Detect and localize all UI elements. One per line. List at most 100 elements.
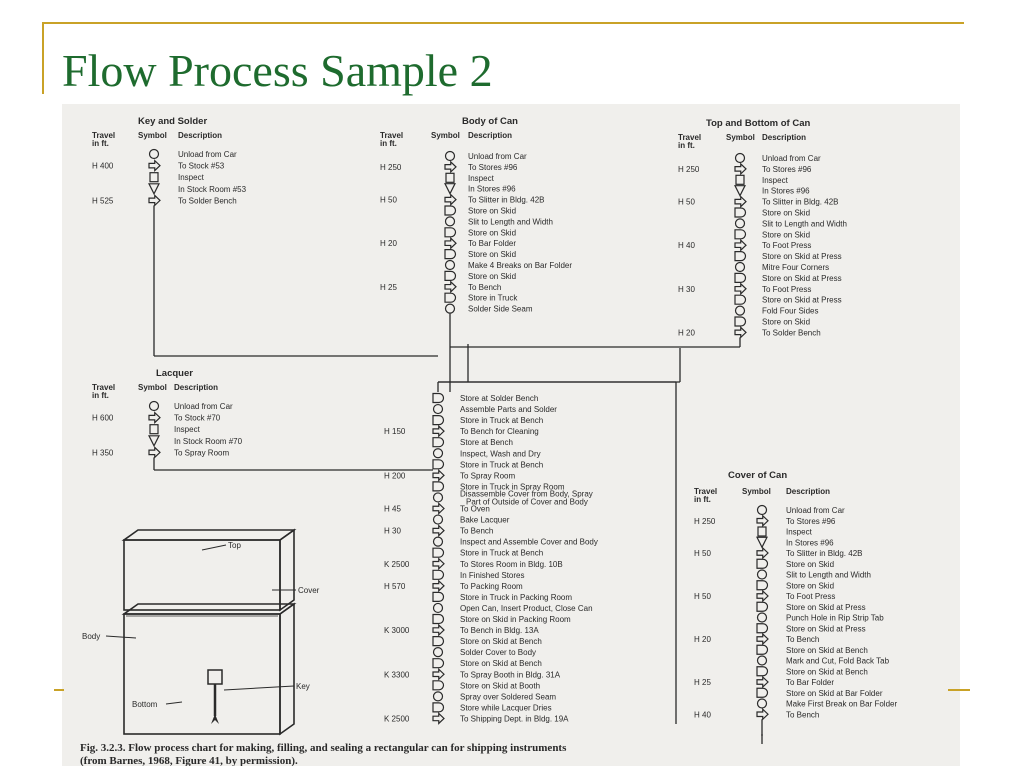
col-header-travel-units: in ft.: [92, 391, 109, 400]
col-header-travel: Travel: [694, 487, 717, 496]
cover-top-face: [121, 529, 297, 541]
step-description: Store on Skid at Bench: [786, 646, 868, 655]
flow-step: Inspect: [178, 173, 205, 182]
step-description: Store on Skid: [468, 250, 516, 259]
step-description: Store in Truck at Bench: [460, 416, 543, 425]
label-bottom: Bottom: [132, 700, 158, 709]
flow-step: In Stores #96: [786, 538, 834, 547]
step-description: Store in Truck in Spray Room: [460, 482, 565, 491]
symbol-operation: [444, 259, 456, 271]
symbol-delay: [432, 569, 445, 580]
flow-step: Store on Skid: [786, 581, 834, 590]
col-header-description: Description: [178, 131, 222, 140]
symbol-delay: [432, 547, 445, 558]
flow-step: Store on Skid at Bar Folder: [786, 689, 883, 698]
step-description: Inspect: [174, 425, 201, 434]
symbol-transport: [444, 160, 457, 174]
step-description: To Slitter in Bldg. 42B: [762, 198, 838, 207]
flow-step: Store on Skid: [786, 560, 834, 569]
step-description: In Stores #96: [786, 538, 834, 547]
symbol-transport: [432, 424, 445, 438]
flow-step: Slit to Length and Width: [786, 571, 871, 580]
step-description: Mark and Cut, Fold Back Tab: [786, 657, 890, 666]
symbol-operation: [444, 150, 456, 162]
col-header-description: Description: [174, 383, 218, 392]
symbol-inspection: [149, 172, 159, 183]
symbol-delay: [432, 613, 445, 625]
flow-step: Store while Lacquer Dries: [460, 703, 552, 712]
step-description: To Stores #96: [762, 165, 812, 174]
step-description: Inspect: [468, 174, 495, 183]
step-description: Store on Skid at Bench: [460, 637, 542, 646]
symbol-delay: [756, 601, 769, 612]
step-travel: H 20: [694, 635, 711, 644]
flow-step: Mitre Four Corners: [762, 263, 829, 272]
step-description: Inspect, Wash and Dry: [460, 449, 541, 458]
step-description: Store in Truck in Packing Room: [460, 593, 572, 602]
symbol-operation: [148, 400, 160, 412]
step-description: To Spray Room: [460, 471, 515, 480]
symbol-delay: [432, 459, 445, 470]
symbol-delay: [444, 227, 457, 238]
step-description: Store on Skid: [468, 272, 516, 281]
symbol-storage: [756, 536, 768, 549]
symbol-transport: [432, 557, 445, 571]
flow-step: Unload from Car: [178, 150, 237, 159]
symbol-transport: [148, 194, 161, 207]
leader-body: [105, 635, 137, 639]
step-travel: H 20: [380, 239, 397, 248]
symbol-transport: [148, 445, 161, 459]
flow-step: Make 4 Breaks on Bar Folder: [468, 261, 572, 270]
footer-rule-left: [54, 689, 64, 691]
step-description: Store at Solder Bench: [460, 394, 538, 403]
flow-step: Store on Skid at Bench: [460, 637, 542, 646]
step-description: In Finished Stores: [460, 571, 524, 580]
step-description: To Stores #96: [786, 517, 836, 526]
step-travel: H 600: [92, 414, 114, 423]
flow-step: Store in Truck in Spray Room: [460, 482, 565, 491]
flow-step: Store in Truck at Bench: [460, 460, 543, 469]
step-travel: K 3300: [384, 670, 410, 679]
symbol-delay: [734, 272, 747, 283]
symbol-delay: [432, 392, 445, 404]
step-description: Slit to Length and Width: [786, 571, 871, 580]
flow-step: Make First Break on Bar Folder: [786, 700, 897, 709]
step-description: Store on Skid at Bench: [460, 659, 542, 668]
slide-title: Flow Process Sample 2: [62, 45, 493, 96]
col-header-description: Description: [468, 131, 512, 140]
symbol-delay: [756, 644, 769, 655]
col-header-travel-units: in ft.: [694, 495, 711, 504]
symbol-delay: [734, 251, 747, 262]
step-description: Inspect and Assemble Cover and Body: [460, 538, 598, 547]
symbol-storage: [444, 183, 456, 196]
step-travel: H 50: [380, 196, 397, 205]
symbol-delay: [444, 205, 457, 216]
symbol-operation: [432, 647, 444, 658]
key-tip: [211, 714, 219, 724]
step-travel: K 3000: [384, 626, 410, 635]
flow-step: Store in Truck at Bench: [460, 549, 543, 558]
flow-step: Store on Skid in Packing Room: [460, 615, 571, 624]
step-description: Inspect: [762, 176, 789, 185]
flow-step: Unload from Car: [786, 506, 845, 515]
symbol-delay: [432, 702, 445, 713]
step-description: To Stores #96: [468, 163, 518, 172]
symbol-transport: [444, 193, 457, 206]
col-header-travel: Travel: [92, 383, 115, 392]
flow-step: Store on Skid: [468, 250, 516, 259]
flow-step: Store on Skid at Booth: [460, 681, 540, 690]
step-description: To Bench: [786, 635, 819, 644]
step-travel: H 250: [380, 163, 402, 172]
